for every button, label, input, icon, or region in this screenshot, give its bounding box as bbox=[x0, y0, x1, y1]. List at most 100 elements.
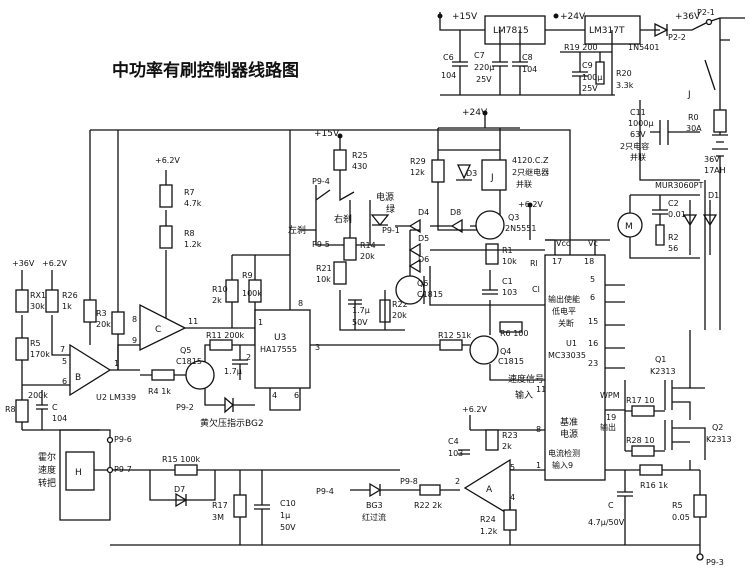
r15-label: R15 100k bbox=[162, 455, 201, 464]
u3-pin8: 8 bbox=[298, 299, 303, 308]
p22-label: P2-2 bbox=[668, 33, 686, 42]
d4-label: D4 bbox=[418, 208, 429, 217]
r17-label: R17 bbox=[212, 501, 228, 510]
r5-resistor bbox=[15, 337, 29, 361]
v62-c: +6.2V bbox=[155, 156, 180, 165]
p94-mid: P9-4 bbox=[316, 487, 334, 496]
speed-signal: 速度信号 bbox=[508, 373, 544, 385]
amp-a bbox=[463, 458, 511, 517]
middle-section: R12 51k Q4 C1815 R6 100 Rl Cl +6.2V C4 1… bbox=[38, 259, 700, 546]
p95-relay: P9-5 bbox=[312, 240, 330, 249]
u1-pin1: 1 bbox=[536, 461, 541, 470]
r17p-resistor bbox=[631, 405, 655, 417]
relay-parallel: 并联 bbox=[516, 179, 532, 189]
c8-value: 104 bbox=[522, 65, 537, 74]
c6-value: 104 bbox=[441, 71, 456, 80]
p91-label: P9-1 bbox=[382, 226, 400, 235]
r28-label: R28 10 bbox=[626, 436, 654, 445]
u3-type: HA17555 bbox=[260, 345, 297, 354]
j-label: J bbox=[687, 90, 691, 100]
bg3-desc: 红过流 bbox=[362, 512, 386, 522]
right-brake: 右刹 bbox=[334, 213, 352, 225]
c11-voltage: 63V bbox=[630, 130, 646, 139]
q6-label: Q6 bbox=[417, 279, 428, 288]
rl-label: Rl bbox=[530, 259, 538, 268]
u1-pin11: 11 bbox=[536, 385, 546, 394]
v62-mid: +6.2V bbox=[462, 405, 487, 414]
comp-c-label: C bbox=[155, 325, 161, 335]
pin-9: 9 bbox=[132, 336, 137, 345]
v24-top: +24V bbox=[560, 12, 586, 22]
c6-label: C6 bbox=[443, 53, 454, 62]
r5p-label: R5 bbox=[672, 501, 683, 510]
r4-resistor bbox=[151, 369, 175, 381]
q1-label: Q1 bbox=[655, 355, 666, 364]
d8-label: D8 bbox=[450, 208, 461, 217]
r23-label: R23 bbox=[502, 431, 518, 440]
c7-voltage: 25V bbox=[476, 75, 492, 84]
u1-pin19: 19 bbox=[606, 413, 616, 422]
c9-voltage: 25V bbox=[582, 84, 598, 93]
r23-value: 2k bbox=[502, 442, 512, 451]
r5p-value: 0.05 bbox=[672, 513, 690, 522]
r11-resistor bbox=[209, 339, 233, 351]
u1-type: MC33035 bbox=[548, 351, 586, 360]
input-label: 输入 bbox=[515, 389, 533, 401]
bat-voltage: 36V bbox=[704, 155, 720, 164]
c7-value: 220μ bbox=[474, 63, 494, 72]
hall-label2: 速度 bbox=[38, 464, 56, 476]
u3-pin3: 3 bbox=[315, 343, 320, 352]
r4-label: R4 1k bbox=[148, 387, 171, 396]
amp-a-pin5: 5 bbox=[510, 463, 515, 472]
c10-value: 1μ bbox=[280, 511, 290, 520]
r16-label: R16 1k bbox=[640, 481, 668, 490]
u1-current2: 输入9 bbox=[552, 460, 573, 470]
q2-type: K2313 bbox=[706, 435, 732, 444]
relay-section: +15V R25 430 P9-4 P9-5 左刹 右刹 R14 20k R21… bbox=[288, 128, 549, 331]
q2-label: Q2 bbox=[712, 423, 723, 432]
r9-value: 100k bbox=[242, 289, 262, 298]
r29-label: R29 bbox=[410, 157, 426, 166]
r23-resistor bbox=[485, 429, 499, 451]
d5-label: D5 bbox=[418, 234, 429, 243]
u1-ref: 基准 bbox=[560, 416, 578, 428]
q5-label: Q5 bbox=[180, 346, 191, 355]
r0-value: 30A bbox=[686, 124, 702, 133]
relay-spec: 4120.C.Z bbox=[512, 156, 549, 165]
v24-mid: +24V bbox=[462, 108, 488, 118]
r24-resistor bbox=[503, 509, 517, 531]
c11-value: 1000μ bbox=[628, 119, 653, 128]
v15-top: +15V bbox=[452, 12, 478, 22]
c104-value: 104 bbox=[52, 414, 67, 423]
q4-label: Q4 bbox=[500, 347, 511, 356]
r20-label: R20 bbox=[616, 69, 632, 78]
r24-label: R24 bbox=[480, 515, 496, 524]
v62-u1: +6.2V bbox=[518, 200, 543, 209]
u1-p18: 18 bbox=[584, 257, 594, 266]
r17p-label: R17 10 bbox=[626, 396, 654, 405]
r26-label: R26 bbox=[62, 291, 78, 300]
u1-line3: 关断 bbox=[558, 318, 574, 328]
u1-controller bbox=[544, 254, 606, 481]
u1-wpm: WPM bbox=[600, 391, 620, 400]
hall-box bbox=[65, 451, 95, 491]
c-power-value: 4.7μ/50V bbox=[588, 518, 625, 527]
u1-pin23: 23 bbox=[588, 359, 598, 368]
r24-value: 1.2k bbox=[480, 527, 498, 536]
r10-value: 2k bbox=[212, 296, 222, 305]
r26-value: 1k bbox=[62, 302, 72, 311]
pin-7: 7 bbox=[60, 345, 65, 354]
hall-h: H bbox=[75, 468, 82, 478]
r25-resistor bbox=[333, 149, 347, 171]
d6-label: D6 bbox=[418, 255, 429, 264]
amp-a-pin2: 2 bbox=[455, 477, 460, 486]
pin-8: 8 bbox=[132, 315, 137, 324]
v62-left: +6.2V bbox=[42, 259, 67, 268]
d7-label: D7 bbox=[174, 485, 185, 494]
power-stage: Q1 K2313 Q2 K2313 R17 10 R28 10 R16 1k C… bbox=[588, 330, 732, 567]
q5-type: C1815 bbox=[176, 357, 202, 366]
c11-label: C11 bbox=[630, 108, 646, 117]
r22-mid-resistor bbox=[419, 484, 441, 496]
u2-label: U2 LM339 bbox=[96, 393, 136, 402]
r14-label: R14 bbox=[360, 241, 376, 250]
